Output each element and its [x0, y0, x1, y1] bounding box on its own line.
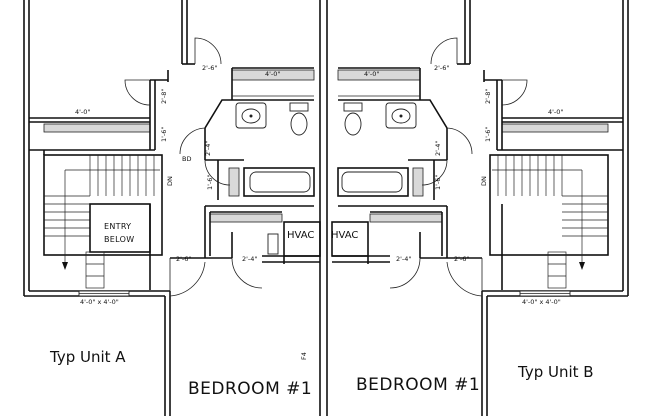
dim-door-top-right: 2'-6": [434, 64, 449, 72]
unit-a-layout: [29, 0, 321, 297]
dim-closet-top-left: 4'-0": [265, 70, 280, 78]
entry-label-line1: ENTRY: [104, 222, 131, 231]
f4-label: F4: [300, 352, 308, 360]
hvac-right-label: HVAC: [331, 230, 358, 241]
dim-window-left: 4'-0" x 4'-0": [80, 298, 119, 306]
dim-door-2-8-left: 2'-8": [160, 89, 168, 104]
dim-closet-top-right: 4'-0": [364, 70, 379, 78]
dim-closet-side-left: 4'-0": [75, 108, 90, 116]
structural-walls: [23, 0, 629, 416]
dn-right-label: DN: [480, 176, 488, 186]
dim-door-2-4-right-upper: 2'-4": [434, 141, 442, 156]
dim-door-top-left: 2'-6": [202, 64, 217, 72]
dim-door-bottom-left-2-4: 2'-4": [242, 255, 257, 263]
dim-door-1-6-left-upper: 1'-6": [160, 127, 168, 142]
dim-door-bottom-right-2-4: 2'-4": [396, 255, 411, 263]
dim-closet-side-right: 4'-0": [548, 108, 563, 116]
plan-labels: Typ Unit A Typ Unit B BEDROOM #1 BEDROOM…: [49, 155, 594, 399]
dim-door-bottom-right-2-6: 2'-6": [454, 255, 469, 263]
unit-a-label: Typ Unit A: [49, 348, 126, 366]
unit-b-label: Typ Unit B: [517, 363, 594, 381]
dn-left-label: DN: [166, 176, 174, 186]
dim-door-1-6-left-lower: 1'-6": [206, 175, 214, 190]
bedroom-right-label: BEDROOM #1: [356, 375, 480, 395]
bedroom-left-label: BEDROOM #1: [188, 379, 312, 399]
dim-door-1-6-right-upper: 1'-6": [484, 127, 492, 142]
unit-b-layout: [331, 0, 623, 297]
dim-window-right: 4'-0" x 4'-0": [522, 298, 561, 306]
dimension-labels: 4'-0" 4'-0" 4'-0" 4'-0" 2'-6" 2'-6" 2'-8…: [75, 64, 563, 306]
dim-door-2-4-left-upper: 2'-4": [204, 141, 212, 156]
dim-door-bottom-left-2-6: 2'-6": [176, 255, 191, 263]
dim-door-2-8-right: 2'-8": [484, 89, 492, 104]
bd-label: BD: [182, 155, 191, 163]
hvac-left-label: HVAC: [287, 230, 314, 241]
dim-door-1-6-right-lower: 1'-6": [434, 175, 442, 190]
entry-label-line2: BELOW: [104, 235, 134, 244]
